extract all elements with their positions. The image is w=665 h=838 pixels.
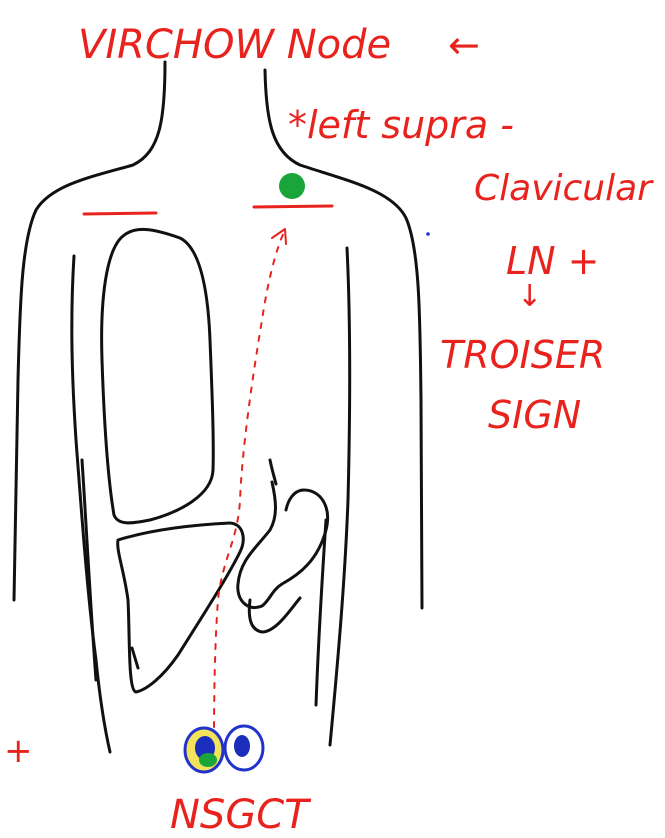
testes-illustration xyxy=(185,726,263,772)
lung-outline xyxy=(102,229,214,522)
spread-arrow-head xyxy=(272,229,286,244)
esophagus-line xyxy=(270,460,276,484)
virchow-node-marker xyxy=(279,173,305,199)
label-troiser: TROISER xyxy=(440,333,605,377)
stomach-outline xyxy=(238,482,328,608)
right-clavicle-line xyxy=(84,213,156,214)
left-neck-shoulder-outline xyxy=(14,62,165,600)
left-arm-inner-line xyxy=(72,256,110,752)
label-sign: SIGN xyxy=(488,393,581,437)
right-testis-core xyxy=(234,735,250,757)
label-ln-positive: LN + xyxy=(506,239,600,283)
margin-plus-mark: + xyxy=(4,731,33,771)
left-trunk-lower-line xyxy=(82,460,96,680)
title-virchow-node: VIRCHOW Node xyxy=(78,22,391,68)
label-clavicular: Clavicular xyxy=(474,168,654,209)
label-down-arrow: ↓ xyxy=(517,279,542,314)
liver-notch xyxy=(132,648,138,668)
tumor-mass xyxy=(199,753,217,767)
left-clavicle-line xyxy=(254,206,332,207)
label-nsgct: NSGCT xyxy=(170,792,312,838)
right-trunk-lower-line xyxy=(316,520,326,705)
right-neck-shoulder-outline xyxy=(265,70,422,608)
stomach-inner-line xyxy=(249,598,300,632)
blue-dot xyxy=(426,232,430,236)
right-arm-inner-line xyxy=(330,248,350,745)
label-left-supra: *left supra - xyxy=(288,103,514,147)
title-arrow: ← xyxy=(448,23,480,67)
